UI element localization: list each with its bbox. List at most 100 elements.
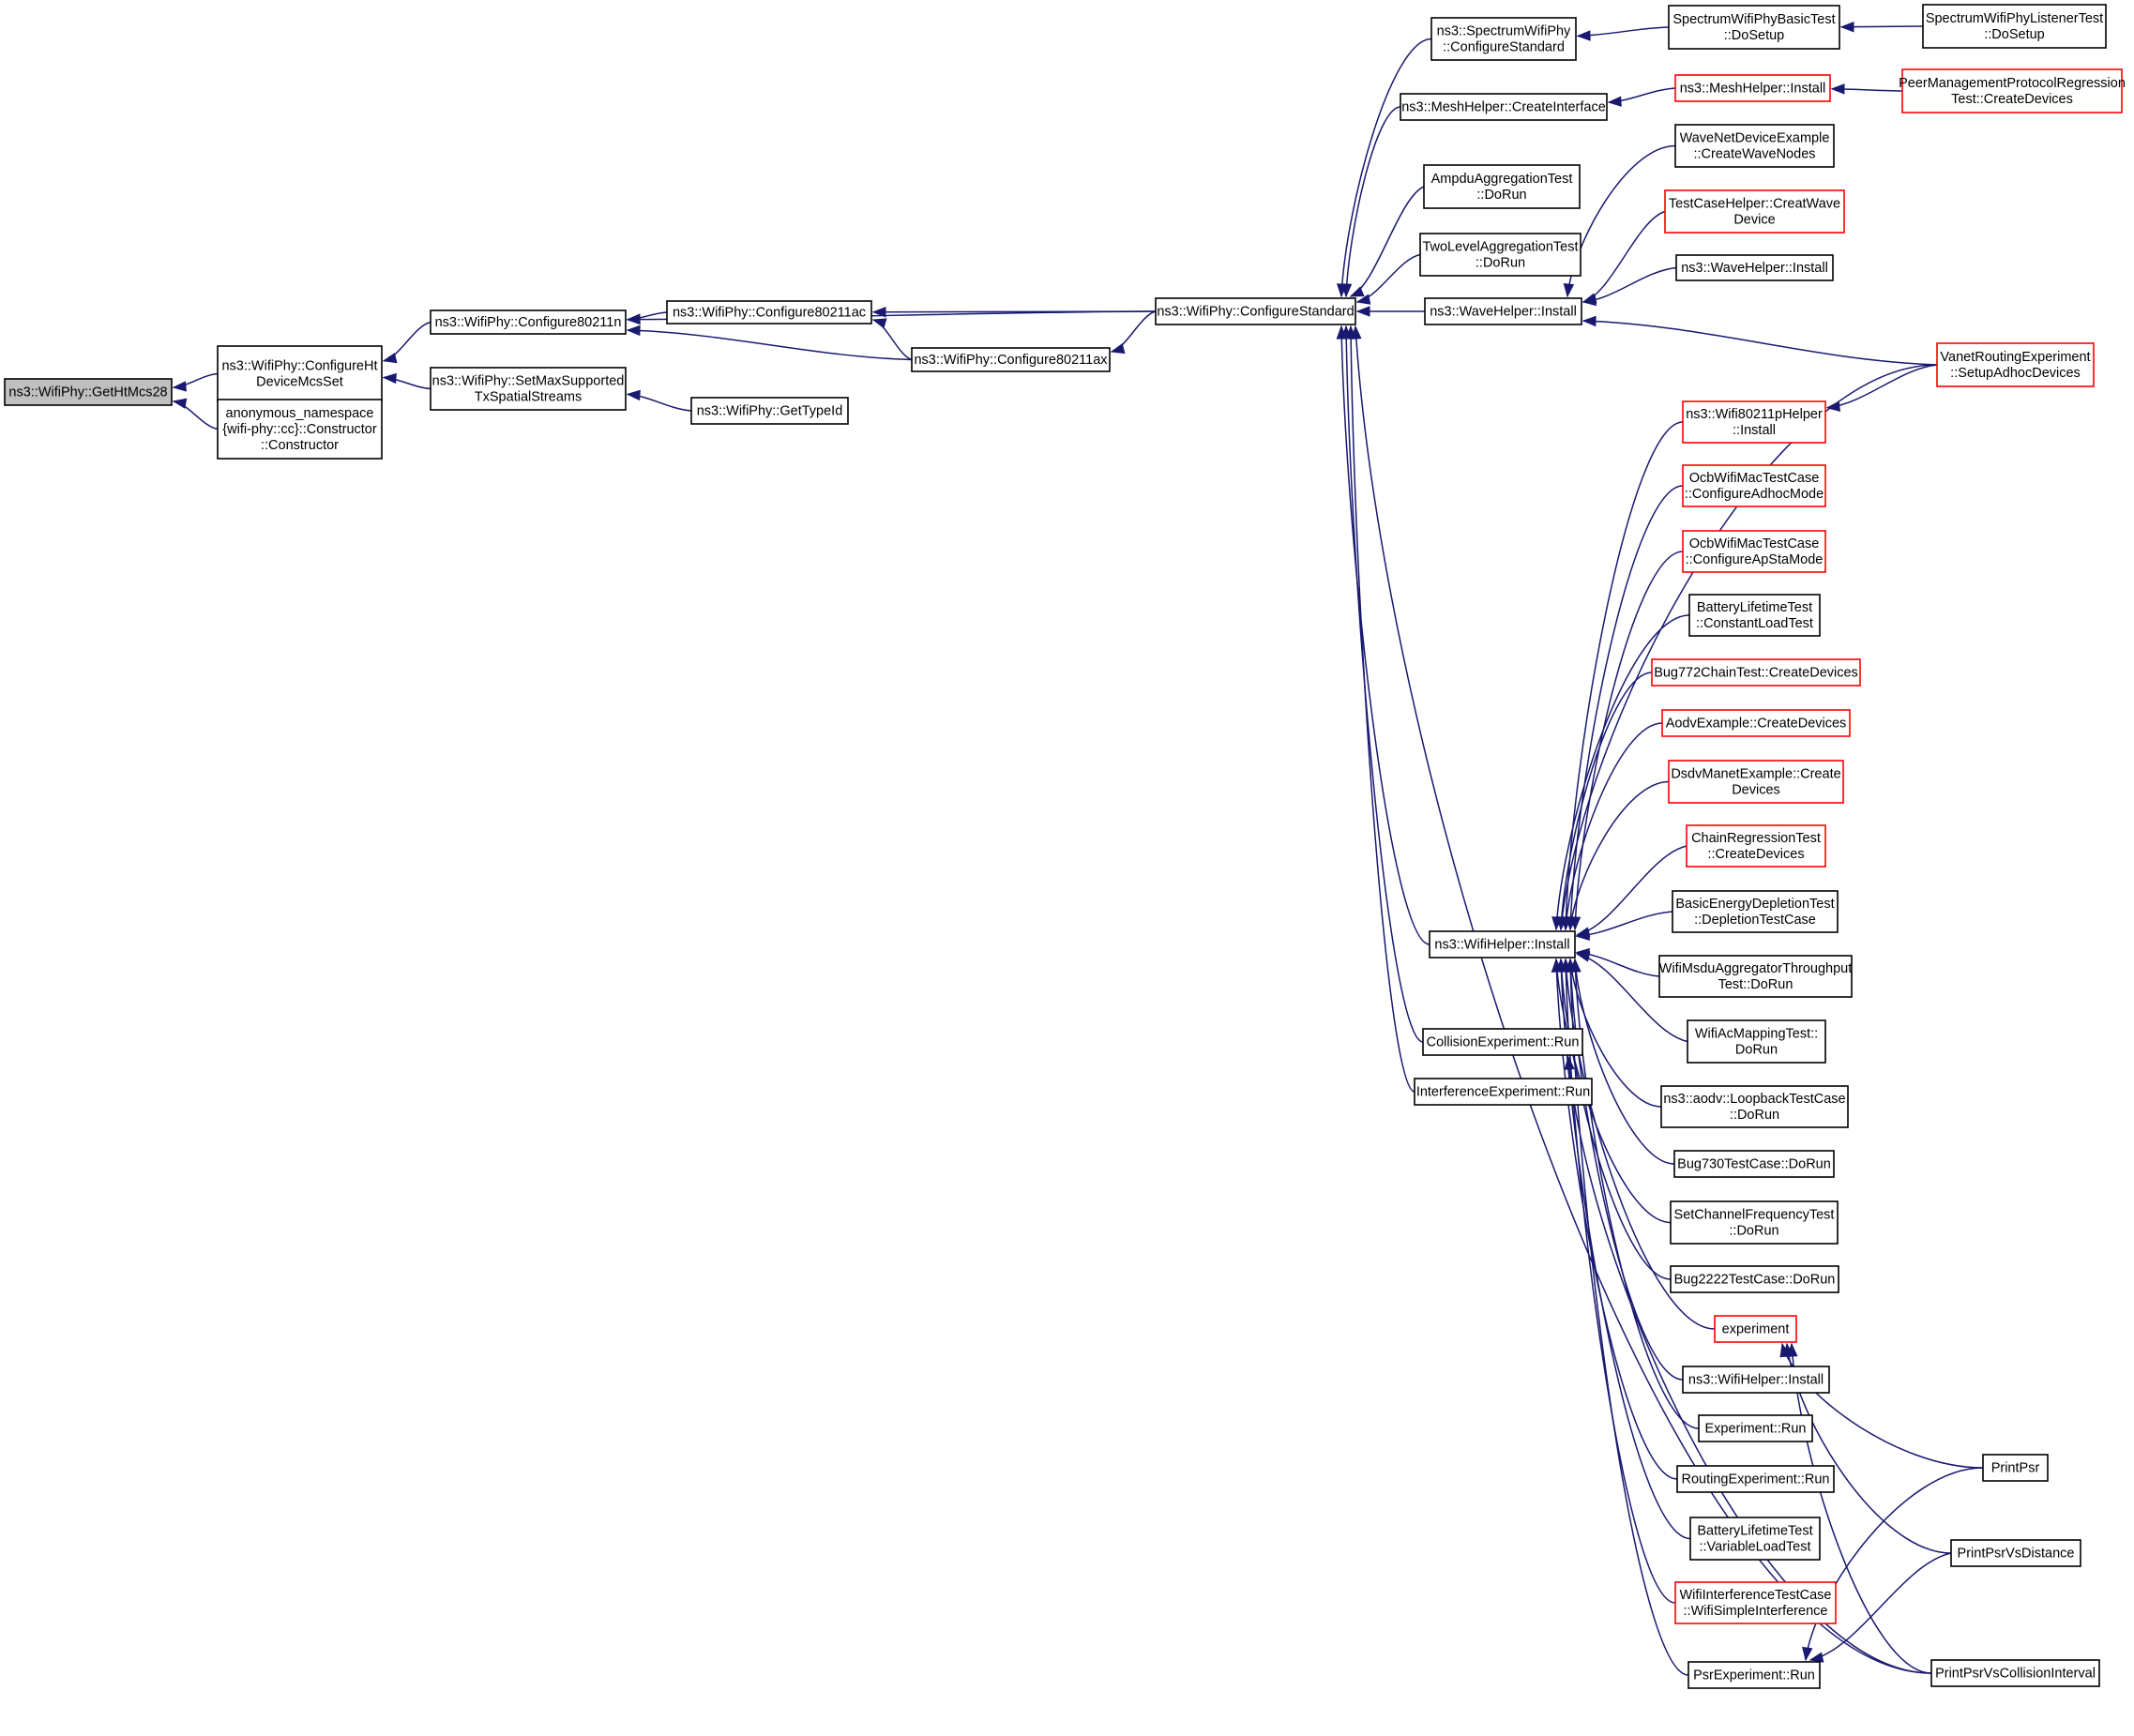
node-wave-helper-install[interactable]: ns3::WaveHelper::Install — [1424, 297, 1582, 325]
node-ampdu-aggregation[interactable]: AmpduAggregationTest::DoRun — [1423, 164, 1581, 209]
node-box[interactable] — [1414, 1078, 1593, 1106]
node-get-ht-mcs28[interactable]: ns3::WifiPhy::GetHtMcs28 — [4, 378, 173, 406]
node-box[interactable] — [1936, 342, 2095, 387]
node-print-psr[interactable]: PrintPsr — [1982, 1454, 2049, 1482]
node-wifi80211p-install[interactable]: ns3::Wifi80211pHelper::Install — [1682, 400, 1826, 444]
node-interference-run[interactable]: InterferenceExperiment::Run — [1414, 1078, 1593, 1106]
node-anon-constructor[interactable]: anonymous_namespace{wifi-phy::cc}::Const… — [217, 399, 383, 460]
node-spectrum-basic-setup[interactable]: SpectrumWifiPhyBasicTest::DoSetup — [1668, 5, 1840, 50]
node-box[interactable] — [430, 309, 627, 335]
node-battery-constant[interactable]: BatteryLifetimeTest::ConstantLoadTest — [1688, 594, 1821, 637]
node-box[interactable] — [1672, 890, 1839, 933]
node-routing-run[interactable]: RoutingExperiment::Run — [1676, 1465, 1835, 1493]
node-box[interactable] — [1682, 1366, 1830, 1394]
node-mesh-create-interface[interactable]: ns3::MeshHelper::CreateInterface — [1400, 93, 1608, 121]
node-aodv-loopback[interactable]: ns3::aodv::LoopbackTestCase::DoRun — [1660, 1085, 1849, 1128]
node-aodv-example[interactable]: AodvExample::CreateDevices — [1661, 709, 1851, 737]
node-spectrum-listener-setup[interactable]: SpectrumWifiPhyListenerTest::DoSetup — [1922, 4, 2107, 49]
node-box[interactable] — [1658, 955, 1853, 998]
node-basic-energy[interactable]: BasicEnergyDepletionTest::DepletionTestC… — [1672, 890, 1839, 933]
node-box[interactable] — [1422, 1028, 1583, 1056]
node-get-type-id[interactable]: ns3::WifiPhy::GetTypeId — [690, 397, 849, 425]
node-box[interactable] — [217, 345, 383, 402]
node-dsdv-manet[interactable]: DsdvManetExample::CreateDevices — [1668, 760, 1844, 804]
node-spectrum-configure-standard[interactable]: ns3::SpectrumWifiPhy::ConfigureStandard — [1430, 17, 1577, 61]
node-box[interactable] — [1922, 4, 2107, 49]
node-box[interactable] — [1950, 1539, 2081, 1567]
node-peer-mgmt-create[interactable]: PeerManagementProtocolRegressionTest::Cr… — [1899, 68, 2126, 113]
node-box[interactable] — [1430, 17, 1577, 61]
node-collision-run[interactable]: CollisionExperiment::Run — [1422, 1028, 1583, 1056]
node-box[interactable] — [1675, 254, 1834, 281]
node-box[interactable] — [1419, 233, 1582, 277]
node-box[interactable] — [1651, 658, 1861, 687]
node-box[interactable] — [217, 399, 383, 460]
node-box[interactable] — [666, 300, 872, 325]
node-box[interactable] — [1930, 1659, 2100, 1687]
node-box[interactable] — [1687, 1019, 1826, 1064]
node-box[interactable] — [1661, 709, 1851, 737]
node-wifi-helper-install2[interactable]: ns3::WifiHelper::Install — [1682, 1366, 1830, 1394]
node-configure80211ac[interactable]: ns3::WifiPhy::Configure80211ac — [666, 300, 872, 325]
node-set-max-supported[interactable]: ns3::WifiPhy::SetMaxSupportedTxSpatialSt… — [430, 367, 627, 411]
node-box[interactable] — [1682, 464, 1826, 507]
node-box[interactable] — [1688, 594, 1821, 637]
node-bug2222[interactable]: Bug2222TestCase::DoRun — [1670, 1265, 1839, 1293]
node-box[interactable] — [1400, 93, 1608, 121]
node-box[interactable] — [1689, 1517, 1821, 1561]
node-box[interactable] — [430, 367, 627, 411]
node-box[interactable] — [1673, 1150, 1835, 1178]
node-mesh-helper-install[interactable]: ns3::MeshHelper::Install — [1674, 74, 1831, 102]
node-box[interactable] — [1429, 930, 1576, 959]
node-box[interactable] — [1674, 124, 1835, 168]
node-box[interactable] — [1674, 1581, 1837, 1624]
node-box[interactable] — [1424, 297, 1582, 325]
node-configure80211n[interactable]: ns3::WifiPhy::Configure80211n — [430, 309, 627, 335]
node-box[interactable] — [1668, 5, 1840, 50]
node-wifi-helper-install[interactable]: ns3::WifiHelper::Install — [1429, 930, 1576, 959]
node-box[interactable] — [1423, 164, 1581, 209]
node-box[interactable] — [1698, 1414, 1813, 1442]
node-box[interactable] — [1155, 297, 1356, 325]
node-box[interactable] — [1676, 1465, 1835, 1493]
node-wave-helper-install2[interactable]: ns3::WaveHelper::Install — [1675, 254, 1834, 281]
node-box[interactable] — [1660, 1085, 1849, 1128]
node-battery-variable[interactable]: BatteryLifetimeTest::VariableLoadTest — [1689, 1517, 1821, 1561]
node-bug730[interactable]: Bug730TestCase::DoRun — [1673, 1150, 1835, 1178]
node-ocb-ap-sta[interactable]: OcbWifiMacTestCase::ConfigureApStaMode — [1682, 530, 1826, 573]
node-print-psr-vs-distance[interactable]: PrintPsrVsDistance — [1950, 1539, 2081, 1567]
node-box[interactable] — [1682, 530, 1826, 573]
node-box[interactable] — [1686, 824, 1826, 868]
node-vanet-setup-adhoc[interactable]: VanetRoutingExperiment::SetupAdhocDevice… — [1936, 342, 2095, 387]
node-configure-standard[interactable]: ns3::WifiPhy::ConfigureStandard — [1155, 297, 1356, 325]
node-psr-run[interactable]: PsrExperiment::Run — [1688, 1661, 1821, 1689]
node-two-level-aggregation[interactable]: TwoLevelAggregationTest::DoRun — [1419, 233, 1582, 277]
node-print-psr-vs-collision[interactable]: PrintPsrVsCollisionInterval — [1930, 1659, 2100, 1687]
node-box[interactable] — [1668, 760, 1844, 804]
node-box[interactable] — [1674, 74, 1831, 102]
node-box[interactable] — [1714, 1315, 1797, 1343]
node-box[interactable] — [911, 347, 1111, 372]
node-wifi-interference[interactable]: WifiInterferenceTestCase::WifiSimpleInte… — [1674, 1581, 1837, 1624]
node-experiment[interactable]: experiment — [1714, 1315, 1797, 1343]
node-ocb-adhoc[interactable]: OcbWifiMacTestCase::ConfigureAdhocMode — [1682, 464, 1826, 507]
node-box[interactable] — [1982, 1454, 2049, 1482]
node-box[interactable] — [690, 397, 849, 425]
node-experiment-run[interactable]: Experiment::Run — [1698, 1414, 1813, 1442]
node-box[interactable] — [1688, 1661, 1821, 1689]
node-bug772[interactable]: Bug772ChainTest::CreateDevices — [1651, 658, 1861, 687]
node-chain-regression[interactable]: ChainRegressionTest::CreateDevices — [1686, 824, 1826, 868]
node-box[interactable] — [1670, 1265, 1839, 1293]
node-box[interactable] — [1682, 400, 1826, 444]
node-box[interactable] — [4, 378, 173, 406]
node-wave-net-create-nodes[interactable]: WaveNetDeviceExample::CreateWaveNodes — [1674, 124, 1835, 168]
node-set-channel-freq[interactable]: SetChannelFrequencyTest::DoRun — [1670, 1200, 1839, 1245]
node-wifi-ac-mapping[interactable]: WifiAcMappingTest::DoRun — [1687, 1019, 1826, 1064]
node-configure80211ax[interactable]: ns3::WifiPhy::Configure80211ax — [911, 347, 1111, 372]
node-box[interactable] — [1664, 189, 1845, 234]
node-box[interactable] — [1901, 68, 2123, 113]
node-box[interactable] — [1670, 1200, 1839, 1245]
